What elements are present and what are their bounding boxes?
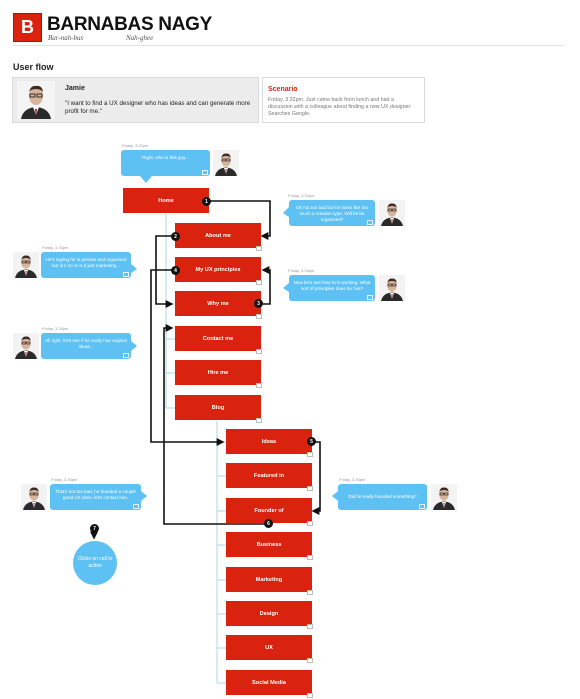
step-badge-7: 7: [90, 524, 99, 533]
user-avatar: [213, 150, 239, 176]
bubble-2-time: Friday, 3.32pm: [288, 193, 315, 198]
bubble-3-time: Friday, 3.33pm: [42, 245, 69, 250]
bubble-tails: [131, 176, 338, 501]
step-badge-4: 4: [171, 266, 180, 275]
user-avatar: [21, 484, 47, 510]
thought-bubble-1: Right, who is this guy...: [121, 150, 210, 176]
bubble-5-time: Friday, 3.35pm: [42, 326, 69, 331]
user-avatar: [13, 333, 39, 359]
thought-bubble-4: Now let's see how he's working. What sor…: [289, 275, 375, 301]
thought-bubble-5: All right, let's see if he really has or…: [41, 333, 131, 359]
node-featured-in: Featured in: [226, 463, 313, 491]
node-founder-of: Founder of: [226, 498, 313, 526]
node-business: Business: [226, 532, 313, 560]
header-divider: [13, 45, 565, 46]
bubble-7-time: Friday, 3.36pm: [339, 477, 366, 482]
thought-bubble-7: Did he really founded something?: [338, 484, 427, 510]
hierarchy-lines: [165, 214, 226, 684]
persona-card: Jamie "I want to find a UX designer who …: [12, 77, 259, 123]
node-about-me: About me: [175, 223, 262, 251]
scenario-title: Scenario: [268, 86, 298, 93]
node-blog: Blog: [175, 395, 262, 423]
node-contact-me: Contact me: [175, 326, 262, 354]
node-ideas: Ideas: [226, 429, 313, 457]
node-design: Design: [226, 601, 313, 629]
logo[interactable]: B: [13, 13, 42, 42]
call-to-action-circle: Clicks on call to action: [73, 541, 117, 585]
brand-name: BARNABAS NAGY: [47, 14, 212, 35]
section-title: User flow: [13, 62, 54, 72]
step-badge-2: 2: [171, 232, 180, 241]
bubble-6-time: Friday, 3.36pm: [51, 477, 78, 482]
thought-bubble-3: He's saying he is precise and organised …: [41, 252, 131, 278]
user-avatar: [431, 484, 457, 510]
user-avatar: [379, 275, 405, 301]
step-badge-1: 1: [202, 197, 211, 206]
brand-pronunciation-last: Nah-ghee: [126, 34, 154, 42]
node-ux: UX: [226, 635, 313, 663]
node-marketing: Marketing: [226, 567, 313, 595]
thought-bubble-6: That's not too bad, he founded a couple …: [50, 484, 141, 510]
persona-name: Jamie: [65, 85, 85, 92]
thought-bubble-2: Ok not too bad but he looks like too muc…: [289, 200, 375, 226]
step-badge-6: 6: [264, 519, 273, 528]
user-avatar: [13, 252, 39, 278]
step-badge-5: 5: [307, 437, 316, 446]
brand-pronunciation-first: Bar-nah-bus: [48, 34, 84, 42]
bubble-1-time: Friday, 3.32pm: [122, 143, 149, 148]
scenario-text: Friday, 3.32pm. Just came back from lunc…: [268, 97, 412, 117]
persona-quote: "I want to find a UX designer who has id…: [65, 100, 251, 115]
node-home: Home: [123, 188, 209, 213]
bubble-4-time: Friday, 3.34pm: [288, 268, 315, 273]
node-my-ux-principles: My UX principles: [175, 257, 262, 285]
scenario-card: Scenario Friday, 3.32pm. Just came back …: [262, 77, 425, 123]
persona-avatar: [17, 81, 55, 119]
node-hire-me: Hire me: [175, 360, 262, 388]
step-badge-3: 3: [254, 299, 263, 308]
node-social-media: Social Media: [226, 670, 313, 698]
node-why-me: Why me: [175, 291, 262, 319]
logo-letter: B: [21, 17, 34, 37]
user-avatar: [379, 200, 405, 226]
